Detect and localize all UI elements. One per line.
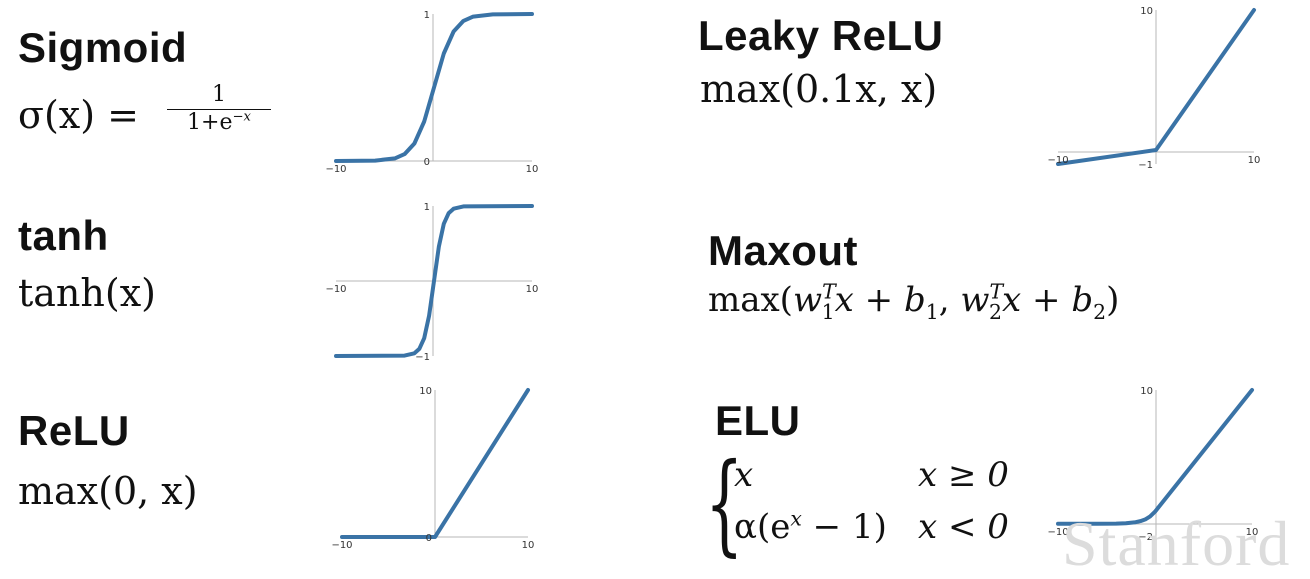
tanh-plot: −10 10 1 −1 <box>325 202 539 363</box>
sigmoid-formula-lhs: σ(x) = <box>18 93 139 137</box>
maxout-b1-sub: 1 <box>925 299 939 324</box>
maxout-b2-sub: 2 <box>1093 299 1107 324</box>
elu-curve <box>1056 388 1254 526</box>
leaky_relu-ytick-top: 10 <box>1140 6 1153 17</box>
maxout-comma: , <box>938 280 961 320</box>
leaky_relu-ytick-bottom: −1 <box>1138 160 1153 171</box>
leaky_relu-xtick-left: −10 <box>1047 155 1068 166</box>
maxout-prefix: max( <box>708 280 793 320</box>
elu-case2-cond: x < 0 <box>918 507 1009 547</box>
sigmoid-fraction: 1 1+e−x <box>167 84 271 134</box>
elu-case2-base: α(e <box>734 507 791 547</box>
maxout-w2-sub: 2 <box>989 299 1003 324</box>
maxout-w1-sup: T <box>822 279 836 304</box>
maxout-x2: x <box>1002 280 1022 320</box>
maxout-title: Maxout <box>708 227 858 274</box>
leaky-relu-title: Leaky ReLU <box>698 12 944 59</box>
relu-formula: max(0, x) <box>18 469 198 513</box>
relu-ytick-top: 10 <box>419 386 432 397</box>
elu-title: ELU <box>715 397 801 444</box>
elu-xtick-left: −10 <box>1047 527 1068 538</box>
sigmoid-fraction-denominator: 1+e−x <box>167 110 271 134</box>
elu-plot: −10 10 10 −2 <box>1047 386 1259 543</box>
maxout-plus-1: + <box>853 280 904 320</box>
sigmoid-den-base: 1+e <box>187 110 233 135</box>
elu-xtick-right: 10 <box>1246 527 1259 538</box>
tanh-formula: tanh(x) <box>18 271 156 315</box>
stanford-watermark: Stanford <box>1062 508 1291 579</box>
sigmoid-den-exponent: −x <box>232 109 251 125</box>
relu-xtick-right: 10 <box>522 540 535 551</box>
elu-case1-cond: x ≥ 0 <box>918 455 1009 495</box>
maxout-formula: max(wT1x + b1, wT2x + b2) <box>708 279 1120 322</box>
elu-case2-expr: α(ex − 1) <box>734 506 887 547</box>
tanh-ytick-top: 1 <box>424 202 430 213</box>
sigmoid-curve <box>334 12 534 163</box>
sigmoid-title: Sigmoid <box>18 24 188 71</box>
leaky_relu-xtick-right: 10 <box>1248 155 1261 166</box>
tanh-ytick-bottom: −1 <box>415 352 430 363</box>
sigmoid-fraction-numerator: 1 <box>212 82 226 107</box>
leaky_relu-curve <box>1056 8 1256 166</box>
leaky-relu-plot: −10 10 10 −1 <box>1047 6 1261 171</box>
sigmoid-xtick-right: 10 <box>526 164 539 175</box>
maxout-b2: b <box>1071 280 1094 320</box>
leaky-relu-formula: max(0.1x, x) <box>700 67 938 111</box>
sigmoid-xtick-left: −10 <box>325 164 346 175</box>
tanh-xtick-right: 10 <box>526 284 539 295</box>
maxout-b1: b <box>903 280 926 320</box>
sigmoid-ytick-top: 1 <box>424 10 430 21</box>
relu-ytick-bottom: 0 <box>426 533 432 544</box>
elu-case2-exp: x <box>790 506 802 531</box>
maxout-plus-2: + <box>1021 280 1072 320</box>
maxout-w2-sup: T <box>989 279 1004 304</box>
tanh-xtick-left: −10 <box>325 284 346 295</box>
fraction-bar <box>167 109 271 110</box>
sigmoid-ytick-bottom: 0 <box>424 157 430 168</box>
relu-curve <box>340 388 530 539</box>
elu-case2-tail: − 1) <box>801 507 887 547</box>
maxout-x1: x <box>834 280 854 320</box>
maxout-w1-sub: 1 <box>821 299 835 324</box>
elu-ytick-top: 10 <box>1140 386 1153 397</box>
maxout-w1: w <box>792 280 823 320</box>
relu-xtick-left: −10 <box>331 540 352 551</box>
elu-ytick-bottom: −2 <box>1138 532 1153 543</box>
relu-plot: −10 10 10 0 <box>331 386 535 551</box>
maxout-w2: w <box>960 280 990 320</box>
tanh-title: tanh <box>18 212 109 259</box>
tanh-curve <box>334 204 534 358</box>
elu-left-brace: { <box>705 439 744 567</box>
maxout-close: ) <box>1106 280 1120 320</box>
relu-title: ReLU <box>18 407 130 454</box>
elu-case1-expr: x <box>734 455 754 495</box>
